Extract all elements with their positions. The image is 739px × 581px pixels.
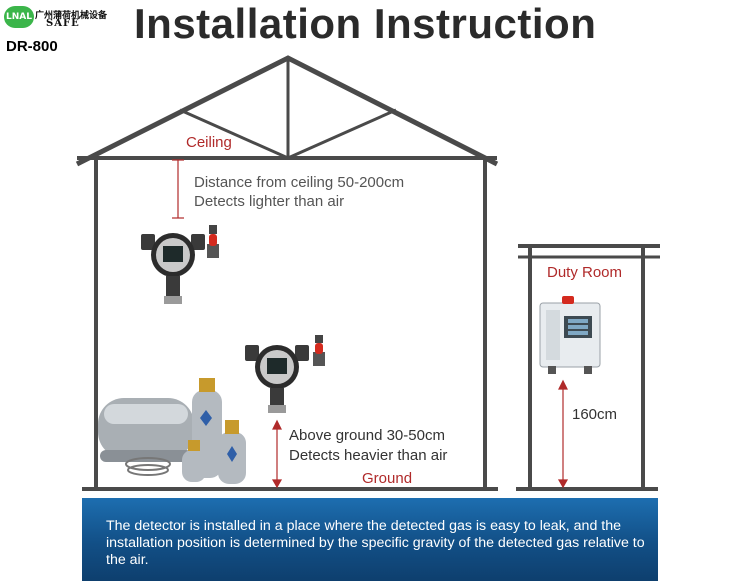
control-panel: [539, 296, 601, 374]
gas-detector-ground: [245, 335, 325, 413]
ground-label: Ground: [362, 470, 413, 487]
duty-room-structure: [516, 244, 660, 491]
model-number: DR-800: [6, 38, 58, 55]
ceiling-detect-note: Detects lighter than air: [194, 193, 345, 210]
ground-distance-note: Above ground 30-50cm: [289, 427, 445, 444]
footer-banner: The detector is installed in a place whe…: [82, 498, 658, 581]
ground-distance-arrow: [271, 419, 283, 489]
ceiling-label: Ceiling: [186, 134, 232, 151]
ceiling-distance-arrow: [172, 159, 184, 219]
ceiling-distance-note: Distance from ceiling 50-200cm: [194, 174, 405, 191]
duty-room-label: Duty Room: [547, 264, 623, 281]
duty-height-arrow: [557, 379, 569, 489]
footer-text: The detector is installed in a place whe…: [106, 518, 645, 568]
brand-logo: LNAL: [4, 6, 34, 28]
company-name-cn: 广州蒲荷机械设备: [35, 11, 108, 21]
ground-detect-note: Detects heavier than air: [289, 447, 448, 464]
gas-detector-ceiling: [141, 225, 219, 304]
page-title: Installation Instruction: [134, 0, 597, 47]
brand-safe: SAFE: [46, 18, 80, 29]
duty-room-height: 160cm: [572, 406, 618, 423]
house-roof: [75, 55, 499, 167]
house-walls: [94, 158, 487, 490]
gas-cylinders: [98, 378, 246, 484]
